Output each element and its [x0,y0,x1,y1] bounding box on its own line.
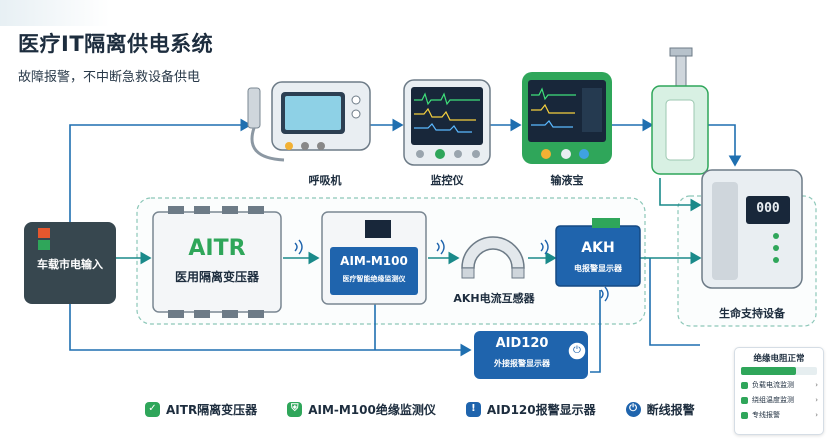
akh-current-transformer [461,236,525,279]
aid-desc: 外接报警显示器 [494,359,550,368]
status-item-label: 负载电流监测 [752,381,794,389]
aitr-transformer-device [152,206,282,318]
legend: ✓ AITR隔离变压器 ⛨ AIM-M100绝缘监测仪 ! AID120报警显示… [145,398,695,420]
aim-monitor-device [321,211,427,305]
legend-label: AIM-M100绝缘监测仪 [308,402,436,417]
akh-sensor-label: AKH电流互感器 [453,292,535,305]
life-support-screen: 000 [756,201,780,216]
power-input-box [24,222,116,304]
akh-name: AKH [581,240,615,256]
monitor-label: 监控仪 [430,174,464,187]
ventilator-device [247,81,371,162]
status-dot-icon [741,396,748,404]
isolated-wires [112,178,702,265]
power-input-label: 车载市电输入 [37,258,103,271]
power-icon: ⏻ [625,401,641,417]
legend-item-aitr: ✓ AITR隔离变压器 [145,401,257,418]
legend-label: 断线报警 [646,402,695,417]
shield-icon: ⛨ [287,401,303,417]
status-item-label: 绕组温度监测 [752,396,794,404]
aitr-desc: 医用隔离变压器 [174,270,259,284]
akh-alarm-device [555,218,641,287]
chevron-right-icon: › [815,381,818,389]
aim-name: AIM-M100 [340,254,408,268]
chevron-right-icon: › [815,411,818,419]
infusion-device [522,72,612,164]
shield-alert-icon: ! [465,401,481,417]
status-dot-icon [741,411,748,419]
status-panel: 绝缘电阻正常 负载电流监测 › 绕组温度监测 › 专线报警 › [734,347,824,435]
legend-label: AITR隔离变压器 [166,402,258,417]
ventilator-label: 呼吸机 [308,174,342,187]
status-item-temp[interactable]: 绕组温度监测 › [741,395,818,405]
signal-marks [294,239,609,302]
aid120-device [474,331,588,379]
page-title: 医疗IT隔离供电系统 [18,32,214,56]
status-item-line[interactable]: 专线报警 › [741,410,818,420]
legend-label: AID120报警显示器 [486,402,596,417]
check-icon: ✓ [145,401,160,417]
power-wires [69,118,742,373]
status-item-label: 专线报警 [752,411,780,419]
oxygen-humidifier-device [651,47,709,175]
legend-item-disconnect: ⏻ 断线报警 [625,401,695,418]
title-backdrop [0,0,110,26]
legend-item-aid: ! AID120报警显示器 [465,401,596,418]
life-support-device [701,169,803,289]
status-title: 绝缘电阻正常 [753,354,805,364]
status-dot-icon [741,381,748,389]
page-subtitle: 故障报警，不中断急救设备供电 [18,70,201,85]
status-item-load[interactable]: 负载电流监测 › [741,380,818,390]
infusion-label: 输液宝 [550,174,584,187]
insulation-bar [741,367,817,375]
aim-desc: 医疗智能绝缘监测仪 [342,275,406,283]
legend-item-aim: ⛨ AIM-M100绝缘监测仪 [287,401,436,418]
insulation-bar-fill [741,367,796,375]
aid-power-icon: ⏻ [573,345,581,356]
akh-desc: 电报警显示器 [574,264,622,273]
life-support-label: 生命支持设备 [719,307,785,320]
chevron-right-icon: › [815,396,818,404]
aitr-name: AITR [188,236,246,261]
aid-name: AID120 [495,336,549,351]
patient-monitor-device [403,79,491,166]
